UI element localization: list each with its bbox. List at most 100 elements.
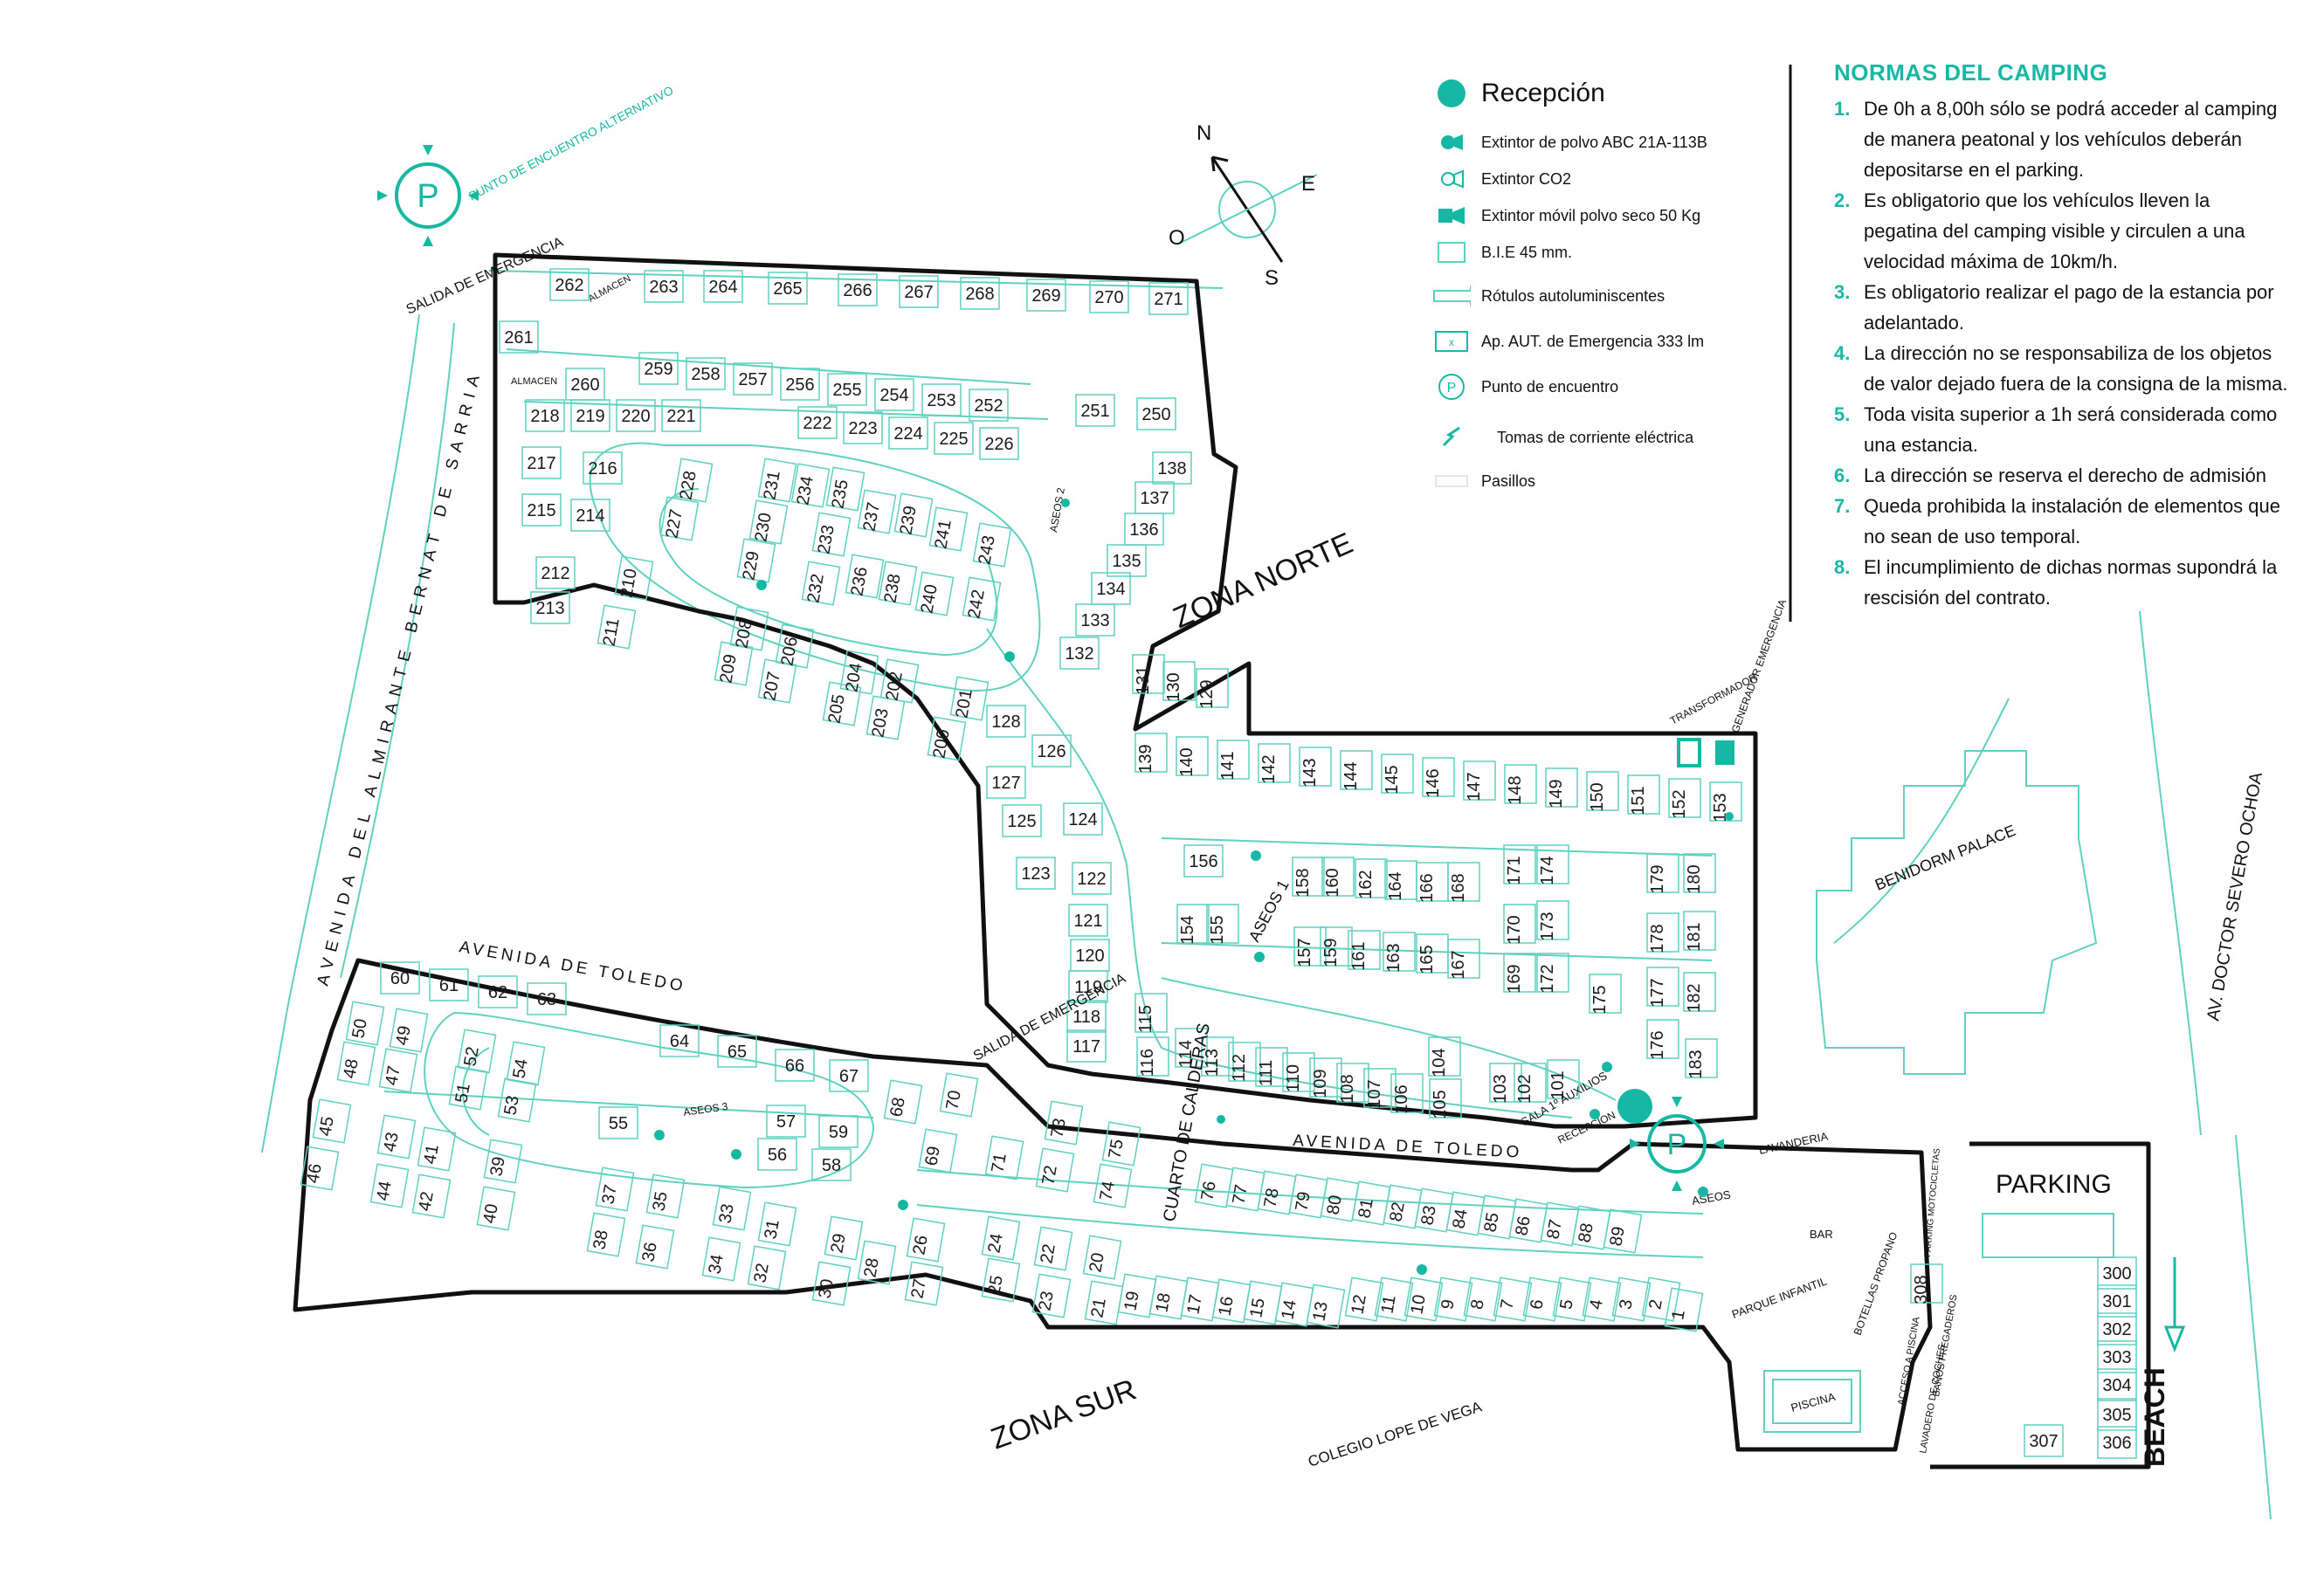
plot-cell: [1176, 736, 1209, 776]
rule-item: 3.Es obligatorio realizar el pago de la …: [1834, 277, 2288, 338]
rules-title: NORMAS DEL CAMPING: [1834, 59, 2108, 86]
plot-number: 239: [896, 505, 920, 537]
plot-cell: [1447, 862, 1480, 902]
plot-number: 30: [815, 1277, 838, 1300]
plot-cell: [825, 466, 865, 512]
plot-number: 22: [1037, 1242, 1059, 1265]
plot-number: 167: [1449, 950, 1468, 979]
camping-rules: NORMAS DEL CAMPING 1.De 0h a 8,00h sólo …: [1834, 59, 2288, 613]
plot-cell: [661, 399, 701, 432]
plot-number: 182: [1685, 983, 1704, 1012]
plot-cell: [1320, 926, 1353, 967]
plot-number: 17: [1183, 1293, 1206, 1316]
zona-norte-label: ZONA NORTE: [1169, 527, 1358, 635]
plot-cell: [906, 1217, 946, 1263]
plot-cell: [2097, 1312, 2137, 1346]
plot-cell: [1134, 733, 1168, 773]
plot-cell: [1063, 802, 1103, 836]
plot-number: 216: [588, 459, 617, 478]
parque-label: PARQUE INFANTIL: [1730, 1275, 1829, 1321]
plot-cell: [838, 273, 878, 306]
plot-cell: [2024, 1424, 2064, 1457]
plot-cell: [1134, 481, 1175, 514]
plot-number: 23: [1035, 1290, 1058, 1312]
plot-cell: [1664, 1287, 1704, 1332]
plot-number: 47: [382, 1064, 404, 1087]
plot-number: 19: [1121, 1290, 1143, 1312]
plot-number: 133: [1080, 611, 1109, 630]
plot-cell: [1148, 282, 1189, 315]
plot-number: 64: [670, 1032, 689, 1051]
plot-cell: [1026, 279, 1066, 312]
plot-cell: [960, 277, 1000, 310]
plot-number: 123: [1021, 864, 1050, 884]
abc-extinguisher-icon: [1432, 127, 1471, 157]
plot-number: 269: [1031, 286, 1060, 306]
plot-cell: [1428, 1036, 1461, 1077]
plot-number: 260: [570, 375, 599, 395]
plot-number: 157: [1295, 938, 1314, 967]
plot-number: 25: [984, 1274, 1007, 1297]
plot-number: 142: [1259, 754, 1279, 783]
rule-item: 2.Es obligatorio que los vehículos lleve…: [1834, 185, 2288, 277]
plot-cell: [1091, 572, 1131, 605]
plot-cell: [899, 275, 939, 308]
rule-item: 6.La dirección se reserva el derecho de …: [1834, 460, 2288, 491]
plot-cell: [1447, 939, 1480, 979]
plot-number: 35: [649, 1190, 672, 1213]
plot-number: 268: [965, 285, 994, 304]
plot-number: 33: [715, 1202, 738, 1225]
plot-number: 214: [576, 506, 604, 526]
plot-cell: [1348, 930, 1381, 970]
plot-number: 53: [500, 1094, 523, 1117]
plot-number: 230: [751, 512, 775, 544]
plot-cell: [748, 499, 789, 545]
plot-cell: [811, 1261, 852, 1306]
plot-cell: [2097, 1284, 2137, 1318]
plot-cell: [598, 1106, 638, 1139]
plot-cell: [775, 623, 815, 669]
plot-number: 39: [486, 1155, 509, 1178]
plot-cell: [1355, 858, 1388, 898]
plot-cell: [981, 1215, 1021, 1261]
plot-cell: [757, 1201, 797, 1247]
plot-number: 262: [555, 276, 583, 295]
plot-number: 111: [1257, 1060, 1276, 1086]
plot-cell: [1082, 1235, 1122, 1280]
lavanderia-label: LAVANDERIA: [1758, 1129, 1830, 1156]
plot-cell: [2097, 1426, 2137, 1459]
plot-number: 231: [760, 470, 783, 502]
plot-number: 305: [2102, 1406, 2131, 1425]
plot-cell: [1503, 953, 1536, 993]
plot-number: 8: [1467, 1298, 1488, 1311]
rule-text: De 0h a 8,00h sólo se podrá acceder al c…: [1864, 98, 2278, 181]
plot-number: 15: [1246, 1297, 1269, 1319]
plot-cell: [1196, 668, 1229, 708]
plot-cell: [914, 571, 955, 616]
colegio-label: COLEGIO LOPE DE VEGA: [1306, 1398, 1484, 1470]
plot-cell: [1217, 740, 1250, 780]
plot-number: 76: [1197, 1180, 1220, 1202]
aseos-label: ASEOS: [1691, 1187, 1732, 1208]
plot-cell: [981, 1257, 1021, 1303]
plot-number: 48: [340, 1057, 362, 1080]
zona-sur-label: ZONA SUR: [987, 1373, 1141, 1456]
plot-cell: [345, 1001, 385, 1046]
plot-number: 200: [929, 728, 953, 761]
plot-number: 256: [785, 375, 814, 395]
plot-cell: [1403, 1277, 1444, 1322]
plot-number: 2: [1645, 1298, 1666, 1311]
plot-cell: [839, 650, 879, 695]
plot-cell: [878, 561, 918, 606]
benidorm-palace-label: BENIDORM PALACE: [1872, 822, 2018, 894]
plot-cell: [1309, 1057, 1342, 1098]
plot-number: 128: [991, 712, 1020, 732]
plot-number: 228: [676, 470, 700, 502]
legend-co2: Extintor CO2: [1432, 164, 1571, 194]
parking-label: PARKING: [1996, 1170, 2112, 1199]
severo-ochoa-label: AV. DOCTOR SEVERO OCHOA: [2203, 770, 2266, 1022]
plot-number: 235: [828, 478, 852, 511]
plot-cell: [1489, 1063, 1522, 1103]
plot-cell: [2097, 1398, 2137, 1431]
